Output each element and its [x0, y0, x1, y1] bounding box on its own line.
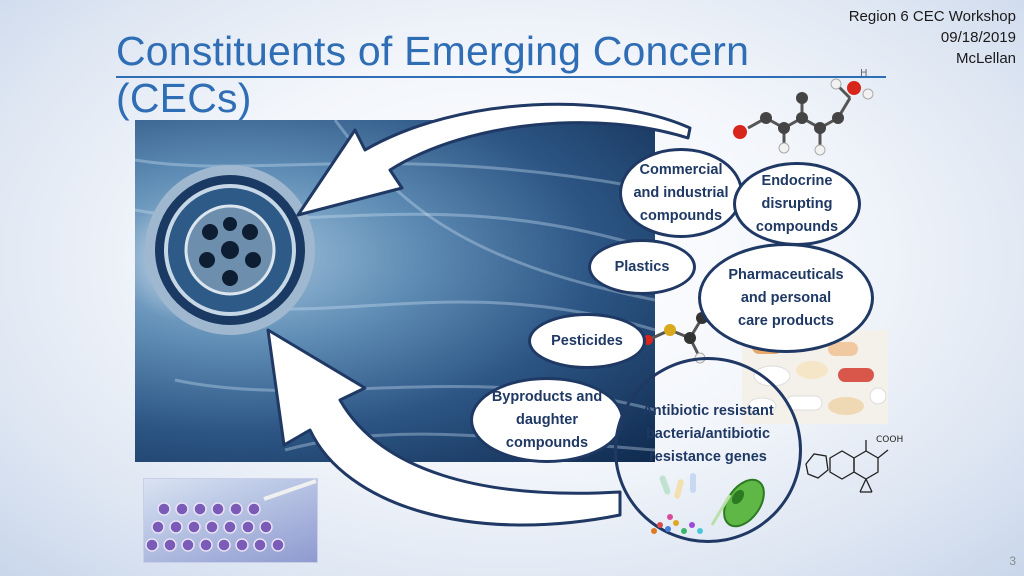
bubble-byproducts: Byproducts and daughter compounds [470, 377, 624, 463]
slide-title: Constituents of Emerging Concern (CECs) [116, 28, 750, 121]
antibiotic-structure-icon: COOH [805, 435, 903, 493]
drain-illustration [135, 120, 655, 452]
molecule-atom-label: H [860, 68, 868, 79]
bacteria-icon [651, 473, 765, 534]
bubble-plastics: Plastics [588, 239, 696, 295]
bubble-pharmaceuticals: Pharmaceuticals and personal care produc… [698, 243, 874, 353]
bubble-pharmaceuticals-label: Pharmaceuticals and personal care produc… [728, 266, 844, 329]
page-number: 3 [1009, 554, 1016, 568]
bubble-plastics-label: Plastics [614, 258, 670, 275]
bubble-endocrine-label: Endocrine disrupting compounds [755, 172, 839, 235]
lower-arrow-shape [266, 328, 622, 527]
bubble-pesticides: Pesticides [528, 313, 646, 369]
upper-arrow-shape [296, 102, 692, 217]
steroid-molecule-icon: H [733, 68, 874, 156]
meta-date: 09/18/2019 [940, 29, 1016, 46]
meta-author: McLellan [955, 50, 1016, 67]
chem-cooh-label: COOH [876, 435, 903, 445]
bubble-byproducts-label: Byproducts and daughter compounds [491, 388, 603, 451]
title-underline [116, 76, 886, 78]
slide-meta: Region 6 CEC Workshop 09/18/2019 McLella… [849, 6, 1016, 69]
well-plate-photo [143, 478, 318, 563]
meta-workshop: Region 6 CEC Workshop [848, 8, 1016, 25]
bubble-commercial: Commercial and industrial compounds [619, 148, 743, 238]
well-plate-illustration [145, 479, 317, 552]
bubble-commercial-label: Commercial and industrial compounds [633, 161, 729, 224]
bubble-antibiotic-label: Antibiotic resistant bacteria/antibiotic… [642, 403, 774, 465]
bubble-pesticides-label: Pesticides [551, 332, 623, 349]
bubble-antibiotic: Antibiotic resistant bacteria/antibiotic… [614, 357, 802, 543]
bubble-endocrine: Endocrine disrupting compounds [733, 162, 861, 246]
